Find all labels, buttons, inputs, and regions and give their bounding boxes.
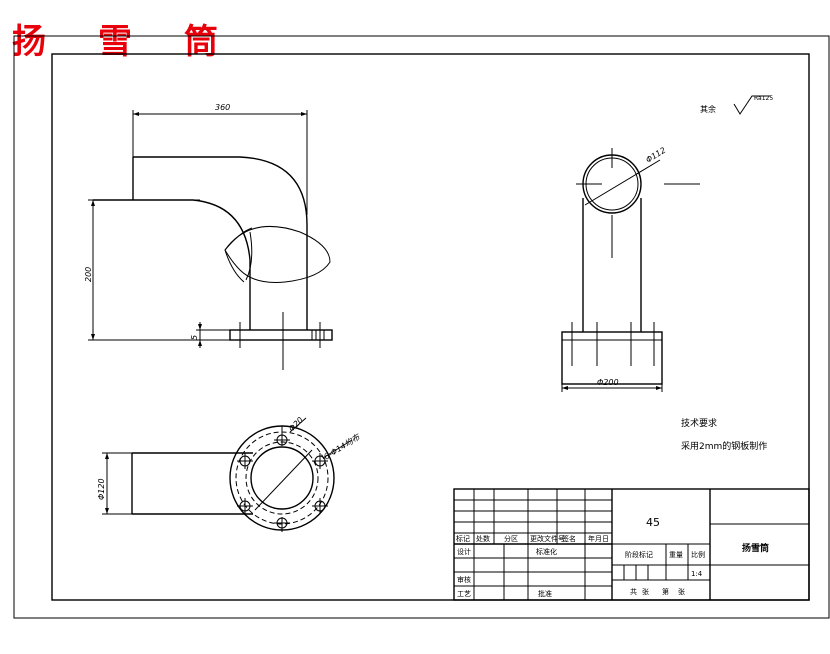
col-mark: 标记 bbox=[456, 534, 470, 543]
top-view: Φ120 Φ20 6-Φ14均布 bbox=[97, 415, 362, 532]
dim-side-dia: Φ112 bbox=[644, 146, 667, 165]
side-view: Φ112 Φ200 bbox=[561, 146, 700, 392]
banner-char-3: 筒 bbox=[184, 22, 218, 62]
drawing-banner-title: 扬 雪 筒 bbox=[12, 14, 232, 62]
row-design: 设计 bbox=[457, 547, 471, 556]
row-approve: 批准 bbox=[538, 589, 552, 598]
inner-frame bbox=[51, 53, 810, 601]
dim-top-width: 360 bbox=[215, 103, 230, 112]
dim-base-dia: Φ200 bbox=[597, 378, 619, 387]
part-name: 扬雪筒 bbox=[742, 542, 769, 554]
col-zone: 分区 bbox=[504, 534, 518, 543]
sheet-no-unit: 张 bbox=[678, 587, 685, 596]
col-doc: 更改文件号 bbox=[530, 534, 565, 543]
scale-value: 1:4 bbox=[691, 570, 703, 578]
material-code: 45 bbox=[646, 516, 660, 529]
sheets-total-label: 共 bbox=[630, 587, 637, 596]
dim-base-thickness: 5 bbox=[190, 335, 199, 340]
col-count: 处数 bbox=[476, 534, 490, 543]
row-process: 工艺 bbox=[457, 590, 471, 598]
banner-char-1: 扬 bbox=[12, 22, 46, 62]
roughness-symbol: Ra125 bbox=[754, 95, 773, 102]
row-std: 标准化 bbox=[536, 547, 557, 556]
col-date: 年月日 bbox=[588, 534, 609, 543]
dim-bottom-dia: Φ120 bbox=[97, 478, 106, 500]
technical-requirements: 技术要求 采用2mm的钢板制作 bbox=[681, 417, 767, 452]
outer-frame bbox=[13, 35, 830, 619]
front-view: 360 200 5 bbox=[84, 103, 333, 370]
title-block: 45 扬雪筒 标记 处数 分区 更改文件号 签名 年月日 设计 标准化 审核 工… bbox=[453, 488, 810, 601]
tech-title: 技术要求 bbox=[681, 417, 717, 429]
dim-holes-pattern: 6-Φ14均布 bbox=[322, 432, 362, 462]
row-check: 审核 bbox=[457, 575, 471, 584]
stage-mark: 阶段标记 bbox=[625, 550, 653, 559]
dim-height: 200 bbox=[84, 267, 93, 282]
roughness-label: 其余 bbox=[700, 104, 716, 114]
sheet-no-label: 第 bbox=[662, 587, 669, 596]
sheets-total-unit: 张 bbox=[642, 587, 649, 596]
weight-label: 重量 bbox=[669, 551, 683, 559]
col-sign: 签名 bbox=[562, 534, 576, 543]
tech-note: 采用2mm的钢板制作 bbox=[681, 440, 767, 452]
surface-roughness-note: 其余 Ra125 bbox=[700, 95, 773, 115]
banner-char-2: 雪 bbox=[98, 22, 132, 62]
ratio-label: 比例 bbox=[691, 550, 705, 559]
